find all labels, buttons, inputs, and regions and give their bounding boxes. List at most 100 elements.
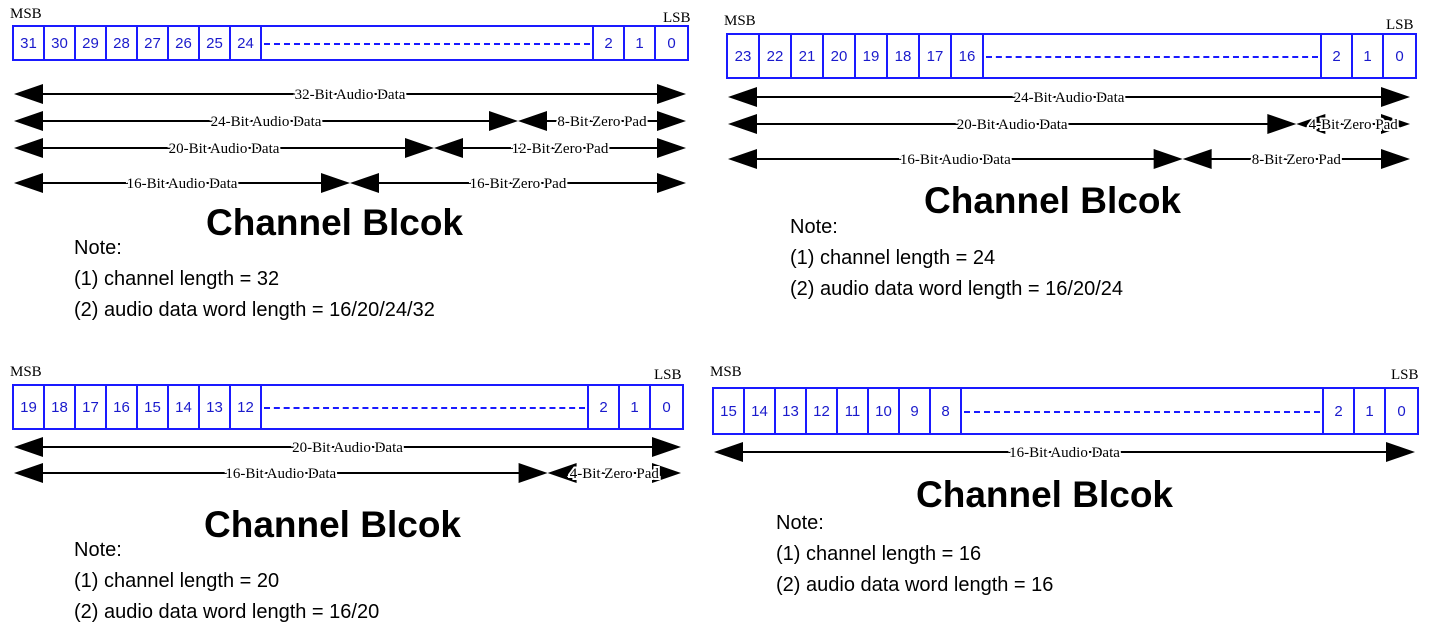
- bit-cell: 15: [714, 389, 745, 433]
- bit-cell: 12: [231, 386, 262, 428]
- bit-cell: 21: [792, 35, 824, 77]
- bit-range-arrow: 24-Bit Audio Data: [728, 87, 1410, 108]
- lsb-label: LSB: [654, 367, 682, 383]
- msb-label: MSB: [724, 13, 756, 29]
- arrowhead-left-icon: [14, 138, 43, 158]
- bit-cell: 0: [662, 398, 671, 416]
- arrow-label: 12-Bit Zero Pad: [512, 141, 609, 157]
- arrowhead-right-icon: [657, 111, 686, 131]
- arrow-label: 8-Bit Zero Pad: [557, 114, 647, 130]
- diagram-title: Channel Blcok: [204, 504, 461, 545]
- arrowhead-left-icon: [714, 442, 743, 462]
- bit-range-arrow: 4-Bit Zero Pad: [547, 463, 681, 484]
- arrowhead-left-icon: [1182, 149, 1212, 169]
- arrowhead-left-icon: [1296, 114, 1326, 134]
- arrowhead-left-icon: [14, 84, 43, 104]
- arrow-label: 16-Bit Audio Data: [225, 466, 336, 482]
- arrow-rows: 32-Bit Audio Data 24-Bit Audio Data 8-Bit …: [14, 84, 686, 194]
- bit-cell: 29: [76, 27, 107, 59]
- bit-cell: 19: [14, 386, 45, 428]
- arrow-label: 24-Bit Audio Data: [1014, 90, 1125, 106]
- diagram-title: Channel Blcok: [916, 474, 1173, 515]
- bit-cell: 27: [138, 27, 169, 59]
- bit-cell: 18: [45, 386, 76, 428]
- bit-cell: 19: [856, 35, 888, 77]
- lsb-label: LSB: [1391, 367, 1419, 383]
- arrow-label: 16-Bit Zero Pad: [470, 176, 567, 192]
- note-channel-length: (1) channel length = 20: [74, 570, 280, 592]
- bit-cell: 11: [838, 389, 869, 433]
- bit-cell: 22: [760, 35, 792, 77]
- bit-range-arrow: 32-Bit Audio Data: [14, 84, 686, 105]
- arrow-label: 4-Bit Zero Pad: [570, 466, 660, 482]
- bit-cell: 20: [824, 35, 856, 77]
- bit-cell: 14: [169, 386, 200, 428]
- arrow-label: 32-Bit Audio Data: [295, 87, 406, 103]
- bit-cell: 28: [107, 27, 138, 59]
- bit-range-arrow: 8-Bit Zero Pad: [518, 111, 686, 132]
- ellipsis-bits: [984, 35, 1322, 77]
- note-block: Note: (1) channel length = 32 (2) audio …: [74, 233, 435, 326]
- arrowhead-left-icon: [728, 87, 757, 107]
- bit-range-arrow: 4-Bit Zero Pad: [1296, 114, 1410, 135]
- arrowhead-right-icon: [405, 138, 434, 158]
- arrowhead-left-icon: [14, 463, 43, 483]
- arrow-label: 20-Bit Audio Data: [957, 117, 1068, 133]
- bit-cell: 1: [620, 386, 651, 428]
- bit-cell: 13: [776, 389, 807, 433]
- bit-cell: 1: [1353, 35, 1384, 77]
- arrowhead-right-icon: [518, 463, 548, 483]
- lsb-label: LSB: [663, 10, 691, 26]
- arrowhead-right-icon: [321, 173, 350, 193]
- arrowhead-left-icon: [14, 437, 43, 457]
- bit-cell: 0: [1397, 402, 1406, 420]
- note-block: Note: (1) channel length = 16 (2) audio …: [776, 508, 1053, 601]
- bit-cell: 2: [589, 386, 620, 428]
- bit-range-arrow: 20-Bit Audio Data: [14, 437, 681, 458]
- note-word-length: (2) audio data word length = 16/20/24/32: [74, 299, 435, 321]
- note-block: Note: (1) channel length = 20 (2) audio …: [74, 535, 379, 628]
- ellipsis-bits: [262, 27, 594, 59]
- bit-range-arrow: 24-Bit Audio Data: [14, 111, 518, 132]
- bit-cell: 2: [594, 27, 625, 59]
- lsb-label: LSB: [1386, 17, 1414, 33]
- arrow-rows: 24-Bit Audio Data 20-Bit Audio Data 4-Bit …: [728, 87, 1410, 170]
- bit-range-arrow: 20-Bit Audio Data: [14, 138, 434, 159]
- arrowhead-right-icon: [1381, 87, 1410, 107]
- bit-range-arrow: 20-Bit Audio Data: [728, 114, 1297, 135]
- arrowhead-right-icon: [1381, 149, 1410, 169]
- bit-range-arrow: 16-Bit Audio Data: [714, 442, 1415, 463]
- bit-range-arrow: 12-Bit Zero Pad: [434, 138, 686, 159]
- msb-label: MSB: [10, 6, 42, 22]
- bit-range-arrow: 16-Bit Zero Pad: [350, 173, 686, 194]
- arrow-label: 20-Bit Audio Data: [292, 440, 403, 456]
- arrowhead-left-icon: [728, 114, 757, 134]
- bit-cell: 24: [231, 27, 262, 59]
- note-block: Note: (1) channel length = 24 (2) audio …: [790, 212, 1123, 305]
- bit-range-arrow: 16-Bit Audio Data: [14, 463, 548, 484]
- bit-cell: 0: [1395, 47, 1404, 65]
- ellipsis-bits: [962, 389, 1324, 433]
- arrowhead-right-icon: [652, 437, 681, 457]
- bit-cell: 30: [45, 27, 76, 59]
- msb-label: MSB: [10, 364, 42, 380]
- bit-range-arrow: 8-Bit Zero Pad: [1182, 149, 1410, 170]
- bit-cell: 1: [1355, 389, 1386, 433]
- bit-cell: 9: [900, 389, 931, 433]
- note-heading: Note:: [74, 237, 122, 259]
- bit-cell: 31: [14, 27, 45, 59]
- bit-cell: 1: [625, 27, 656, 59]
- arrowhead-right-icon: [657, 138, 686, 158]
- bit-cell: 17: [76, 386, 107, 428]
- note-channel-length: (1) channel length = 32: [74, 268, 280, 290]
- bit-cell: 13: [200, 386, 231, 428]
- msb-label: MSB: [710, 364, 742, 380]
- bit-cell: 14: [745, 389, 776, 433]
- note-word-length: (2) audio data word length = 16/20/24: [790, 278, 1124, 300]
- arrow-label: 20-Bit Audio Data: [169, 141, 280, 157]
- arrowhead-left-icon: [434, 138, 463, 158]
- arrowhead-right-icon: [1381, 114, 1410, 134]
